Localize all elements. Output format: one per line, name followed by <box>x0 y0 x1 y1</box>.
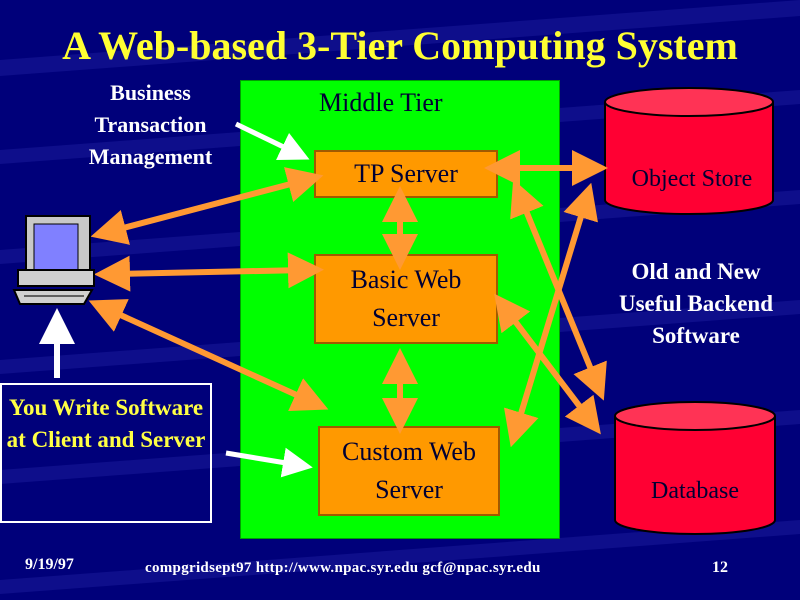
you-write-box <box>0 383 212 523</box>
basic-web-server-box: Basic Web Server <box>314 254 498 344</box>
object-store-label: Object Store <box>631 166 753 192</box>
computer-icon <box>12 215 95 305</box>
database-cylinder <box>614 401 776 535</box>
arrow-client-custom <box>88 299 329 411</box>
footer-page-number: 12 <box>712 559 728 576</box>
footer-date: 9/19/97 <box>25 556 74 573</box>
white-arrow-business <box>234 121 310 160</box>
arrow-client-tp <box>90 167 324 245</box>
slide-title: A Web-based 3-Tier Computing System <box>62 23 738 68</box>
backend-software-label: Old and New Useful Backend Software <box>619 259 773 348</box>
object-store-cylinder <box>604 87 774 215</box>
arrow-custom-objectstore <box>504 182 598 448</box>
footer-source: compgridsept97 http://www.npac.syr.edu g… <box>145 560 541 576</box>
tp-server-label: TP Server <box>354 159 458 188</box>
white-arrow-you-write <box>225 447 313 478</box>
you-write-label: You Write Software at Client and Server <box>6 395 206 452</box>
custom-web-server-box: Custom Web Server <box>318 426 500 516</box>
middle-tier-label: Middle Tier <box>319 88 443 117</box>
arrow-tp-database <box>510 179 607 401</box>
database-label: Database <box>651 478 739 504</box>
custom-web-server-label: Custom Web Server <box>342 437 476 504</box>
business-transaction-label: Business Transaction Management <box>88 80 213 169</box>
arrow-client-basic <box>94 252 324 292</box>
